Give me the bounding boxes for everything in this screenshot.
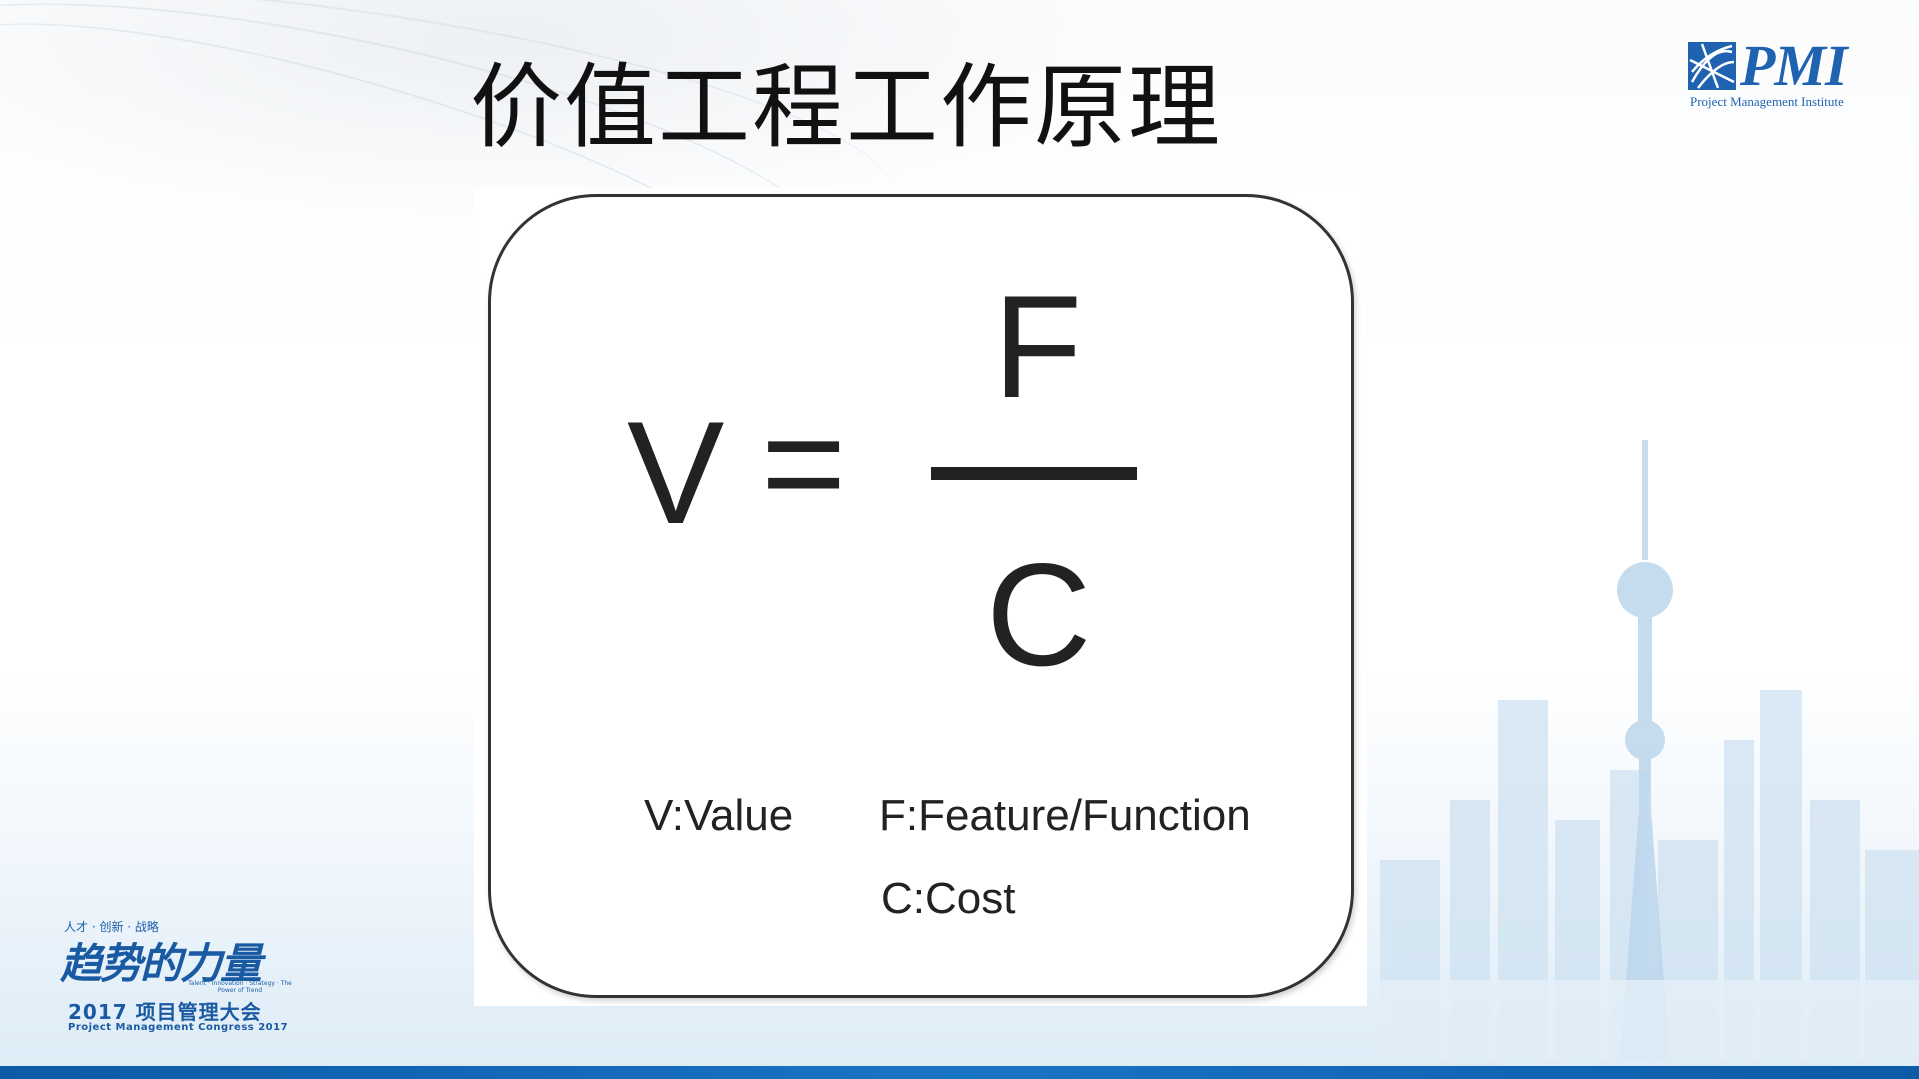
pmi-wordmark: PMI bbox=[1740, 33, 1848, 98]
legend-cost: C:Cost bbox=[881, 874, 1016, 923]
formula-equals-sign: = bbox=[761, 381, 847, 544]
pmi-tagline: Project Management Institute bbox=[1690, 94, 1844, 109]
bottom-bar bbox=[0, 1066, 1919, 1079]
pmi-logo: PMI Project Management Institute bbox=[1688, 33, 1884, 114]
congress-tagline-en: Talent · Innovation · Strategy · The Pow… bbox=[188, 980, 292, 994]
congress-tagline-cn: 人才 · 创新 · 战略 bbox=[64, 920, 159, 934]
legend-feature-function: F:Feature/Function bbox=[879, 791, 1251, 840]
city-skyline-image bbox=[1380, 440, 1919, 1060]
globe-icon bbox=[1688, 42, 1736, 90]
congress-slogan: 趋势的力量 bbox=[60, 939, 262, 988]
congress-subtitle: Project Management Congress 2017 bbox=[68, 1022, 289, 1033]
congress-title: 2017 项目管理大会 bbox=[68, 1000, 262, 1024]
fraction-bar bbox=[931, 467, 1137, 480]
formula-box: V = F C V:Value F:Feature/Function C:Cos… bbox=[488, 194, 1354, 998]
formula-numerator: F bbox=[993, 265, 1083, 428]
legend-value: V:Value bbox=[644, 791, 794, 840]
formula-panel: V = F C V:Value F:Feature/Function C:Cos… bbox=[474, 188, 1367, 1006]
slide-title: 价值工程工作原理 bbox=[470, 54, 1223, 161]
formula-value-symbol: V bbox=[627, 391, 725, 554]
formula-denominator: C bbox=[986, 533, 1092, 696]
congress-logo: 人才 · 创新 · 战略 趋势的力量 Talent · Innovation ·… bbox=[60, 918, 292, 1040]
